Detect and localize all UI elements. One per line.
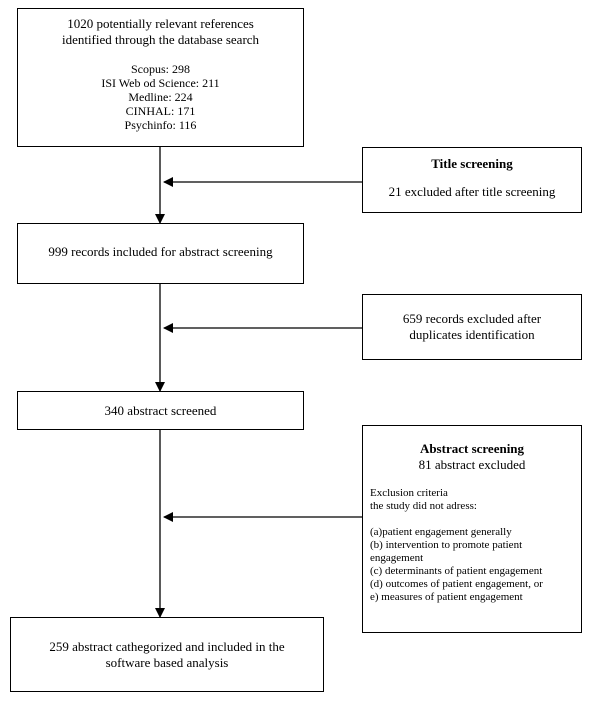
identified-title-line-2: identified through the database search <box>61 32 260 47</box>
source-medline: Medline: 224 <box>128 90 193 104</box>
criterion-c: (c) determinants of patient engagement <box>370 565 543 577</box>
identified-title-line-1: 1020 potentially relevant references <box>67 16 254 31</box>
criterion-b-continued: engagement <box>370 552 424 564</box>
criterion-e: e) measures of patient engagement <box>370 591 523 603</box>
source-psychinfo: Psychinfo: 116 <box>124 118 197 132</box>
abstract-screened-box: 340 abstract screened <box>17 391 304 430</box>
title-screening-excluded: 21 excluded after title screening <box>388 184 556 199</box>
title-screening-heading: Title screening <box>431 156 513 171</box>
exclusion-criteria-header: Exclusion criteria <box>370 487 448 499</box>
abstract-screening-heading: Abstract screening <box>419 441 525 456</box>
criterion-d: (d) outcomes of patient engagement, or <box>370 578 543 590</box>
criterion-b: (b) intervention to promote patient <box>370 539 523 551</box>
final-line-1: 259 abstract cathegorized and included i… <box>49 639 285 654</box>
criterion-a: (a)patient engagement generally <box>370 526 512 538</box>
duplicates-line-1: 659 records excluded after <box>402 311 542 326</box>
abstract-screened-text: 340 abstract screened <box>104 403 217 418</box>
duplicates-line-2: duplicates identification <box>409 327 535 342</box>
final-line-2: software based analysis <box>105 655 229 670</box>
duplicates-excluded-box: 659 records excluded after duplicates id… <box>362 294 582 360</box>
abstract-screening-included-text: 999 records included for abstract screen… <box>48 244 273 259</box>
final-included-box: 259 abstract cathegorized and included i… <box>10 617 324 692</box>
abstract-excluded-count: 81 abstract excluded <box>418 457 526 472</box>
title-screening-box: Title screening 21 excluded after title … <box>362 147 582 213</box>
source-isi-web-of-science: ISI Web od Science: 211 <box>101 76 220 90</box>
source-scopus: Scopus: 298 <box>130 62 190 76</box>
source-cinhal: CINHAL: 171 <box>125 104 196 118</box>
exclusion-criteria-subheader: the study did not adress: <box>370 500 477 512</box>
abstract-screening-included-box: 999 records included for abstract screen… <box>17 223 304 284</box>
identified-references-box: 1020 potentially relevant references ide… <box>17 8 304 147</box>
abstract-screening-box: Abstract screening 81 abstract excluded … <box>362 425 582 633</box>
